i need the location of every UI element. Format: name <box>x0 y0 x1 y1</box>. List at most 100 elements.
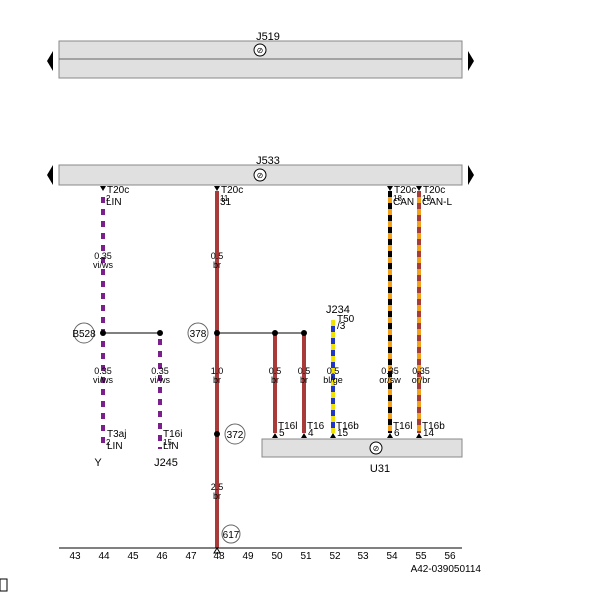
module-j519[interactable]: ⊘ J519 <box>47 31 474 79</box>
pin-num: 15 <box>337 428 349 439</box>
node-circle <box>187 322 209 344</box>
pin-arrow-icon <box>416 433 422 438</box>
column-numbers: 43 44 45 46 47 48 49 50 51 52 53 54 55 5… <box>69 551 456 562</box>
corner-box-icon <box>0 578 8 592</box>
pin-conn: T20c <box>394 185 416 196</box>
arrow-left-icon <box>47 165 53 185</box>
wire-label-color: br <box>213 491 221 501</box>
ground-symbol-icon <box>369 441 383 455</box>
pin-arrow-icon <box>272 433 278 438</box>
node-circle <box>73 322 95 344</box>
pin-arrow-icon <box>387 186 393 191</box>
pin-conn: T3aj <box>107 429 126 440</box>
module-u31-label: U31 <box>370 463 390 475</box>
wire-label-size: 2.5 <box>211 482 224 492</box>
column-number: 56 <box>444 551 456 562</box>
pin-num: 15 <box>163 438 172 447</box>
pin-arrow-icon <box>100 186 106 191</box>
pin-name: CAN <box>393 197 414 208</box>
wire-label-size: 0.35 <box>381 366 399 376</box>
wire-labels: 0.35 vi/ws 0.5 br 0.35 vi/ws 0.35 vi/ws … <box>93 251 430 501</box>
pin-num: 18 <box>393 194 402 203</box>
wire-label-color: br <box>300 375 308 385</box>
junction-dot <box>272 330 278 336</box>
pin-arrow-icon <box>416 186 422 191</box>
pin-num: 4 <box>308 428 314 439</box>
module-u31[interactable]: ⊘ U31 <box>261 438 463 475</box>
column-number: 55 <box>415 551 427 562</box>
pin-bottom-44: T3aj 2 LIN Y <box>94 429 126 469</box>
pin-u31-50: T16l 5 <box>272 421 297 439</box>
pin-name: LIN <box>106 197 122 208</box>
wire-label-color: vi/ws <box>150 375 170 385</box>
component-j234[interactable]: J234 T50 /3 <box>326 304 355 332</box>
diagram-code: A42-039050114 <box>411 564 482 575</box>
ground-symbol-glyph: ⊘ <box>373 444 380 453</box>
pin-arrow-icon <box>387 433 393 438</box>
ground-arrow-icon <box>213 547 221 554</box>
wire-label-size: 1.0 <box>211 366 224 376</box>
pin-num: 2 <box>106 194 111 203</box>
component-j234-num: /3 <box>337 321 346 332</box>
pin-conn: T16 <box>307 421 325 432</box>
column-number: 45 <box>127 551 139 562</box>
pin-arrow-icon <box>301 433 307 438</box>
node-label: 372 <box>227 430 244 441</box>
module-j519-label: J519 <box>256 31 280 43</box>
column-number: 51 <box>300 551 312 562</box>
pin-j533-44: T20c 2 LIN <box>100 185 129 208</box>
wire-label-color: bl/ge <box>323 375 343 385</box>
ground-symbol-glyph: ⊘ <box>257 46 264 55</box>
ground-symbol-glyph: ⊘ <box>257 171 264 180</box>
column-number: 44 <box>98 551 110 562</box>
column-number: 50 <box>271 551 283 562</box>
wire-label-color: br <box>213 260 221 270</box>
pin-arrow-icon <box>330 433 336 438</box>
wire-label-color: or/br <box>412 375 431 385</box>
pin-name: CAN-L <box>422 197 452 208</box>
pin-name: LIN <box>107 441 123 452</box>
component-j234-label: J234 <box>326 304 350 316</box>
column-number: 47 <box>185 551 197 562</box>
ground-symbol-icon <box>253 43 267 57</box>
node-617[interactable]: 617 <box>221 524 241 544</box>
pin-num: 19 <box>422 194 431 203</box>
pin-num: 14 <box>423 428 435 439</box>
arrow-right-icon <box>468 165 474 185</box>
pin-num: 5 <box>279 428 285 439</box>
node-378[interactable]: 378 <box>187 322 209 344</box>
junction-dot <box>100 330 106 336</box>
pin-conn: T20c <box>107 185 129 196</box>
pin-conn: T16l <box>393 421 412 432</box>
wire-label-size: 0.5 <box>298 366 311 376</box>
wire-label-size: 0.35 <box>412 366 430 376</box>
pin-j533-54: T20c 18 CAN <box>387 185 416 208</box>
pin-conn: T20c <box>423 185 445 196</box>
module-j533[interactable]: ⊘ J533 <box>47 155 474 186</box>
wire-label-size: 0.35 <box>94 366 112 376</box>
wire-label-size: 0.35 <box>151 366 169 376</box>
node-372[interactable]: 372 <box>224 423 246 445</box>
wire-label-color: vi/ws <box>93 375 113 385</box>
pin-num: 6 <box>394 428 400 439</box>
column-number: 53 <box>357 551 369 562</box>
pin-conn: T16i <box>163 429 182 440</box>
pin-conn: T20c <box>221 185 243 196</box>
node-circle <box>221 524 241 544</box>
wire-label-size: 0.5 <box>211 251 224 261</box>
pin-j533-48: T20c 11 31 <box>214 185 243 208</box>
module-j533-label: J533 <box>256 155 280 167</box>
column-number: 48 <box>213 551 225 562</box>
pin-arrow-icon <box>214 186 220 191</box>
arrow-left-icon <box>47 51 53 71</box>
junction-dot <box>157 330 163 336</box>
wire-label-size: 0.35 <box>94 251 112 261</box>
column-number: 52 <box>329 551 341 562</box>
pin-name: LIN <box>163 441 179 452</box>
arrow-right-icon <box>468 51 474 71</box>
junction-dot <box>214 431 220 437</box>
node-b528[interactable]: B528 <box>72 322 96 344</box>
pin-u31-51: T16 4 <box>301 421 325 439</box>
ground-symbol-icon <box>253 168 267 182</box>
